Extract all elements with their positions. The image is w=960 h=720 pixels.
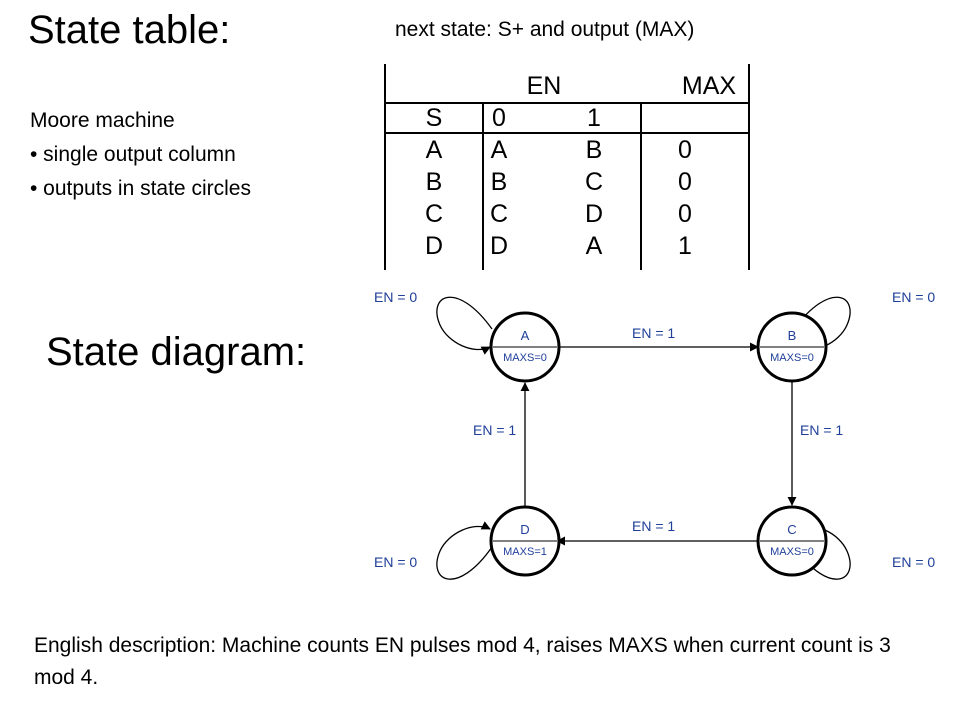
state-a: A MAXS=0 — [489, 311, 561, 383]
table-divider-2 — [640, 102, 642, 270]
table-header-s: S — [425, 104, 443, 132]
self-loop-label-d: EN = 0 — [374, 554, 417, 570]
table-cell-en1: C — [584, 168, 604, 196]
self-loop-a — [436, 296, 493, 355]
state-c-output: MAXS=0 — [770, 546, 814, 558]
table-cell-max: 0 — [678, 200, 692, 228]
table-cell-max: 0 — [678, 168, 692, 196]
state-d: D MAXS=1 — [489, 505, 561, 577]
transition-label-c-d: EN = 1 — [632, 518, 675, 534]
self-loop-d — [436, 521, 493, 580]
state-b-name: B — [788, 328, 797, 343]
table-cell-s: B — [425, 168, 443, 196]
state-d-output: MAXS=1 — [503, 546, 547, 558]
state-c-name: C — [787, 522, 796, 537]
table-cell-max: 1 — [678, 232, 692, 260]
self-loop-label-c: EN = 0 — [892, 554, 935, 570]
state-d-name: D — [520, 522, 529, 537]
table-cell-max: 0 — [678, 136, 692, 164]
moore-bullet: • single output column — [30, 143, 236, 166]
self-loop-label-b: EN = 0 — [892, 289, 935, 305]
state-a-name: A — [521, 328, 530, 343]
table-cell-en0: C — [489, 200, 509, 228]
table-divider-1 — [482, 102, 484, 270]
table-cell-s: A — [425, 136, 443, 164]
english-description: English description: Machine counts EN p… — [34, 634, 891, 689]
moore-notes: Moore machine • single output column • o… — [30, 104, 251, 206]
transition-label-d-a: EN = 1 — [473, 422, 516, 438]
transition-label-a-b: EN = 1 — [632, 325, 675, 341]
table-cell-s: D — [424, 232, 444, 260]
table-header-max: MAX — [681, 72, 737, 100]
state-b: B MAXS=0 — [756, 311, 828, 383]
table-header-en1: 1 — [587, 104, 601, 132]
state-a-output: MAXS=0 — [503, 352, 547, 364]
state-table: EN MAX S 0 1 A A B 0 B B C 0 C C D 0 D D… — [384, 64, 750, 270]
table-left-border — [384, 64, 386, 270]
table-cell-en0: D — [489, 232, 509, 260]
table-cell-en1: A — [585, 232, 603, 260]
table-header-rule — [384, 102, 750, 104]
table-cell-en0: A — [490, 136, 508, 164]
table-cell-en1: D — [584, 200, 604, 228]
moore-bullet: • outputs in state circles — [30, 177, 251, 200]
table-cell-en1: B — [585, 136, 603, 164]
table-cell-s: C — [424, 200, 444, 228]
state-b-output: MAXS=0 — [770, 352, 814, 364]
state-table-subtitle: next state: S+ and output (MAX) — [395, 18, 695, 41]
table-right-border — [748, 64, 750, 270]
table-subheader-rule — [384, 132, 750, 134]
transition-label-b-c: EN = 1 — [800, 422, 843, 438]
moore-heading: Moore machine — [30, 109, 175, 132]
state-diagram: EN = 0 EN = 0 EN = 0 EN = 0 EN = 1 EN = … — [374, 289, 935, 580]
table-cell-en0: B — [490, 168, 508, 196]
self-loop-label-a: EN = 0 — [374, 289, 417, 305]
table-header-en0: 0 — [492, 104, 506, 132]
state-table-title: State table: — [28, 8, 231, 52]
state-diagram-title: State diagram: — [46, 330, 307, 374]
table-header-en: EN — [526, 72, 562, 100]
state-c: C MAXS=0 — [756, 505, 828, 577]
